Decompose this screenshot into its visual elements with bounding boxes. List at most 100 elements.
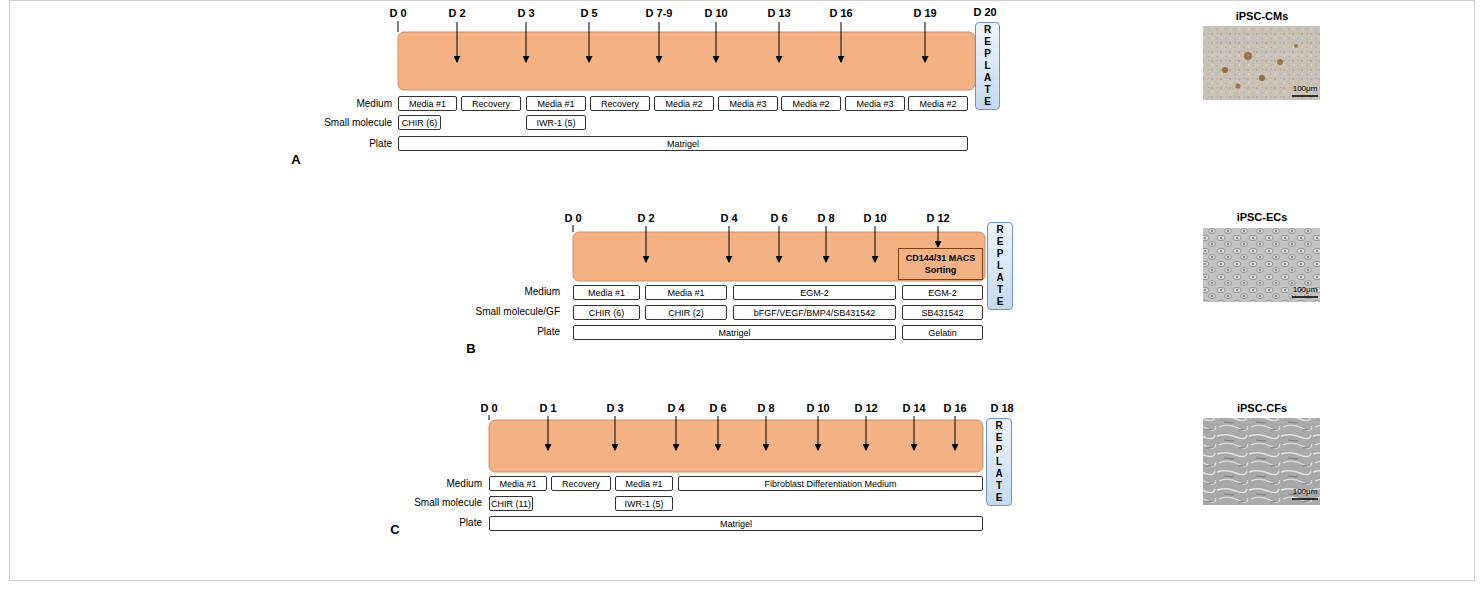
figure-frame: [10, 1, 1475, 581]
day-label: D 10: [806, 402, 829, 415]
day-label: D 10: [863, 212, 886, 225]
replate-box: REPLATE: [987, 222, 1013, 310]
image-title: iPSC-ECs: [1237, 211, 1288, 224]
protocol-cell: EGM-2: [733, 285, 896, 300]
day-arrows: [489, 415, 955, 450]
node-text: Media #3: [856, 98, 893, 110]
protocol-cell: Media #2: [654, 96, 714, 111]
row-label: Plate: [537, 326, 560, 338]
panel-letter: B: [466, 342, 475, 357]
protocol-cell: Recovery: [551, 476, 611, 491]
node-text: Matrigel: [720, 518, 752, 530]
day-label: D 2: [448, 7, 465, 20]
protocol-cell: Media #1: [526, 96, 586, 111]
node-text: Media #1: [667, 287, 704, 299]
protocol-cell: Media #1: [645, 285, 727, 300]
day-label: D 1: [539, 402, 556, 415]
day-label: D 3: [517, 7, 534, 20]
timeline-bar: [398, 32, 975, 90]
micrograph: [1203, 26, 1320, 100]
protocol-cell: Matrigel: [398, 136, 968, 151]
protocol-cell: Fibroblast Differentiation Medium: [678, 476, 983, 491]
day-label: D 7-9: [646, 7, 673, 20]
node-text: Recovery: [562, 478, 600, 490]
protocol-cell: CHIR (6): [398, 115, 441, 130]
node-text: Media #1: [537, 98, 574, 110]
day-label: D 6: [709, 402, 726, 415]
node-text: Fibroblast Differentiation Medium: [765, 478, 897, 490]
image-title: iPSC-CMs: [1236, 10, 1289, 23]
protocol-cell: SB431542: [902, 305, 983, 320]
day-label: D 8: [817, 212, 834, 225]
node-text: CHIR (11): [491, 498, 531, 510]
node-text: Matrigel: [718, 327, 750, 339]
node-text: Media #2: [665, 98, 702, 110]
protocol-cell: Media #2: [781, 96, 841, 111]
protocol-cell: IWR-1 (5): [526, 115, 586, 130]
protocol-cell: EGM-2: [902, 285, 983, 300]
day-arrows: [398, 21, 925, 62]
day-label: D 5: [580, 7, 597, 20]
sorting-box: CD144/31 MACS Sorting: [898, 248, 983, 280]
day-label: D 12: [854, 402, 877, 415]
replate-box: REPLATE: [975, 22, 1000, 110]
day-label: D 16: [829, 7, 852, 20]
node-text: Gelatin: [928, 327, 957, 339]
node-text: SB431542: [921, 307, 963, 319]
day-label: D 2: [637, 212, 654, 225]
scale-bar-label: 100μm: [1293, 487, 1318, 496]
row-label: Small molecule: [324, 117, 392, 129]
image-title: iPSC-CFs: [1237, 402, 1287, 415]
node-text: Media #3: [729, 98, 766, 110]
protocol-cell: CHIR (6): [573, 305, 640, 320]
protocol-cell: bFGF/VEGF/BMP4/SB431542: [733, 305, 896, 320]
row-label: Small molecule/GF: [476, 306, 560, 318]
node-text: Media #1: [625, 478, 662, 490]
protocol-cell: Media #2: [908, 96, 968, 111]
row-label: Plate: [459, 517, 482, 529]
day-label: D 12: [926, 212, 949, 225]
node-text: Media #2: [792, 98, 829, 110]
node-text: CD144/31 MACS Sorting: [902, 252, 980, 276]
day-label: D 10: [704, 7, 727, 20]
scale-bar-label: 100μm: [1293, 285, 1318, 294]
node-text: REPLATE: [983, 24, 993, 108]
node-text: EGM-2: [928, 287, 957, 299]
protocol-cell: IWR-1 (5): [615, 496, 673, 511]
scale-bar-label: 100μm: [1293, 84, 1318, 93]
protocol-cell: Matrigel: [489, 516, 983, 531]
protocol-cell: Gelatin: [902, 325, 983, 340]
protocol-cell: Media #3: [718, 96, 778, 111]
protocol-cell: Media #1: [398, 96, 457, 111]
day-arrows: [573, 225, 938, 262]
node-text: Recovery: [601, 98, 639, 110]
day-label: D 18: [990, 402, 1013, 415]
row-label: Plate: [369, 138, 392, 150]
node-text: REPLATE: [995, 224, 1005, 308]
replate-box: REPLATE: [986, 418, 1012, 506]
protocol-cell: CHIR (11): [489, 496, 533, 511]
protocol-cell: Media #1: [489, 476, 547, 491]
node-text: REPLATE: [994, 420, 1004, 504]
day-label: D 16: [943, 402, 966, 415]
row-label: Medium: [524, 286, 560, 298]
row-label: Medium: [356, 98, 392, 110]
protocol-cell: CHIR (2): [645, 305, 727, 320]
protocol-cell: Media #3: [845, 96, 905, 111]
protocol-cell: Recovery: [461, 96, 521, 111]
day-label: D 20: [973, 6, 996, 19]
node-text: CHIR (6): [402, 117, 438, 129]
node-text: IWR-1 (5): [625, 498, 664, 510]
protocol-cell: Recovery: [590, 96, 650, 111]
node-text: Media #1: [409, 98, 446, 110]
node-text: Media #1: [588, 287, 625, 299]
timeline-bar: [489, 420, 983, 472]
node-text: CHIR (2): [668, 307, 704, 319]
node-text: IWR-1 (5): [537, 117, 576, 129]
node-text: Media #1: [499, 478, 536, 490]
node-text: Matrigel: [667, 138, 699, 150]
day-label: D 13: [767, 7, 790, 20]
